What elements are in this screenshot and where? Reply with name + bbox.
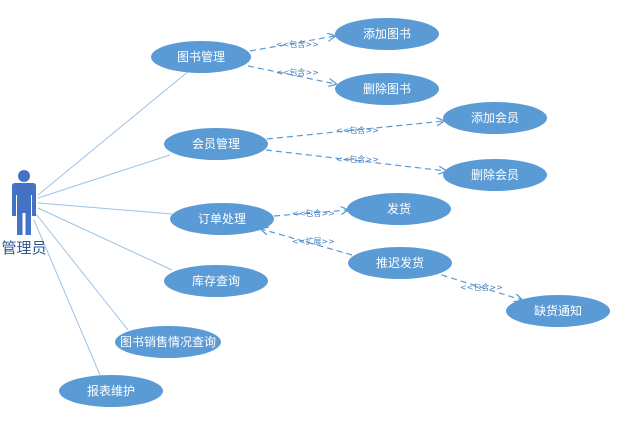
use-case-label: 会员管理 <box>192 136 240 151</box>
include-del-member <box>265 149 446 171</box>
label-include-add-member: <<包含>> <box>336 125 379 135</box>
use-case-stock-notice[interactable]: 缺货通知 <box>506 295 610 327</box>
dependency-labels: <<包含>> <<包含>> <<包含>> <<包含>> <<包含>> <<扩展>… <box>276 39 503 292</box>
label-include-del-member: <<包含>> <box>336 154 379 164</box>
extend-delay-ship <box>261 229 353 256</box>
include-add-book <box>249 36 335 52</box>
use-case-del-member[interactable]: 删除会员 <box>443 159 547 191</box>
label-include-stock-notice: <<包含>> <box>460 282 503 292</box>
label-include-ship: <<包含>> <box>292 208 335 218</box>
assoc-book-mgmt <box>37 69 191 196</box>
include-del-book <box>247 65 336 84</box>
use-case-book-mgmt[interactable]: 图书管理 <box>151 41 251 73</box>
label-extend-delay-ship: <<扩展>> <box>292 236 335 246</box>
actor-admin[interactable]: 管理员 <box>1 170 47 257</box>
use-case-label: 图书销售情况查询 <box>120 334 216 349</box>
use-case-label: 缺货通知 <box>534 303 582 318</box>
use-case-label: 库存查询 <box>192 273 240 288</box>
use-case-sales-query[interactable]: 图书销售情况查询 <box>115 326 221 358</box>
use-case-label: 报表维护 <box>87 383 135 398</box>
use-case-add-book[interactable]: 添加图书 <box>335 18 439 50</box>
use-case-ship[interactable]: 发货 <box>347 193 451 225</box>
use-case-label: 添加图书 <box>363 27 411 41</box>
use-case-report[interactable]: 报表维护 <box>59 375 163 407</box>
assoc-report <box>33 219 101 376</box>
assoc-order <box>37 202 173 215</box>
assoc-sales-query <box>35 213 129 331</box>
actor-label: 管理员 <box>1 239 46 257</box>
include-stock-notice <box>431 271 522 300</box>
use-case-label: 删除会员 <box>471 167 519 182</box>
use-case-inventory[interactable]: 库存查询 <box>164 265 268 297</box>
use-case-label: 删除图书 <box>363 81 411 96</box>
label-include-del-book: <<包含>> <box>276 67 319 77</box>
use-case-label: 推迟发货 <box>376 255 424 270</box>
use-case-add-member[interactable]: 添加会员 <box>443 102 547 134</box>
use-case-member-mgmt[interactable]: 会员管理 <box>164 128 268 160</box>
use-case-del-book[interactable]: 删除图书 <box>335 73 439 105</box>
label-include-add-book: <<包含>> <box>276 39 319 49</box>
use-case-label: 添加会员 <box>471 111 519 125</box>
use-case-label: 图书管理 <box>177 49 225 64</box>
association-lines <box>33 69 191 376</box>
actor-icon <box>12 170 36 235</box>
use-case-label: 发货 <box>387 201 411 216</box>
use-case-order[interactable]: 订单处理 <box>170 203 274 235</box>
assoc-inventory <box>37 207 173 271</box>
include-ship <box>273 210 348 217</box>
use-case-delay-ship[interactable]: 推迟发货 <box>348 247 452 279</box>
assoc-member-mgmt <box>37 154 171 199</box>
use-case-label: 订单处理 <box>198 212 246 226</box>
dependency-lines <box>247 36 522 300</box>
